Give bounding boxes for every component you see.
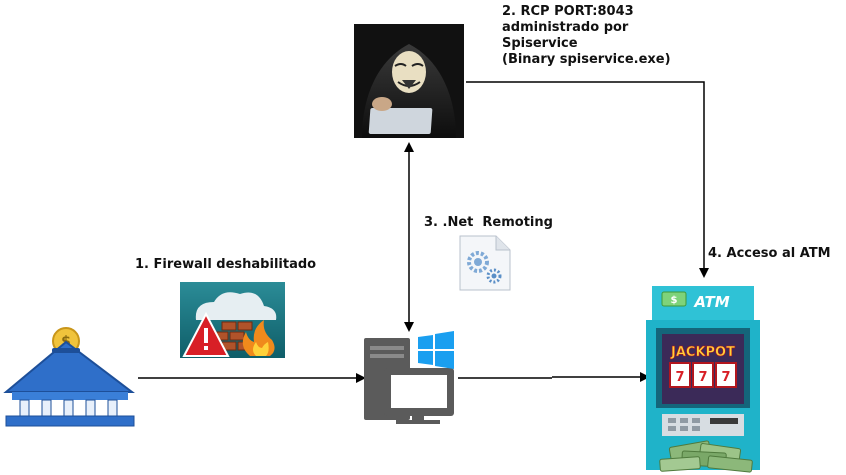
svg-text:7: 7	[675, 370, 684, 385]
label-step4-atm-access: 4. Acceso al ATM	[708, 246, 831, 261]
label-step1-firewall: 1. Firewall deshabilitado	[135, 257, 317, 272]
arrow-hacker-to-atm	[466, 81, 709, 278]
label-step2-line4: (Binary spiservice.exe)	[502, 52, 671, 67]
bank-icon: $	[3, 327, 135, 427]
windows-logo-icon	[418, 331, 454, 369]
arrow-computer-to-atm	[458, 372, 650, 382]
atm-screen-text: JACKPOT	[670, 345, 735, 360]
atm-icon: $ ATM JACKPOT 7 7 7	[646, 286, 760, 473]
gear-file-icon	[459, 235, 511, 291]
computer-icon	[364, 338, 454, 424]
money-pile-icon	[659, 440, 753, 473]
atm-sign: ATM	[693, 293, 729, 311]
firewall-icon	[180, 282, 285, 358]
svg-text:7: 7	[698, 370, 707, 385]
hacker-icon	[354, 24, 464, 138]
svg-text:7: 7	[721, 370, 730, 385]
label-step2-line3: Spiservice	[502, 36, 578, 51]
svg-text:$: $	[671, 295, 678, 306]
label-step2-line1: 2. RCP PORT:8043	[502, 4, 634, 19]
label-step3-net-remoting: 3. .Net Remoting	[424, 215, 553, 230]
label-step2-rcp-port: 2. RCP PORT:8043 administrado por Spiser…	[502, 4, 671, 68]
label-step2-line2: administrado por	[502, 20, 629, 35]
